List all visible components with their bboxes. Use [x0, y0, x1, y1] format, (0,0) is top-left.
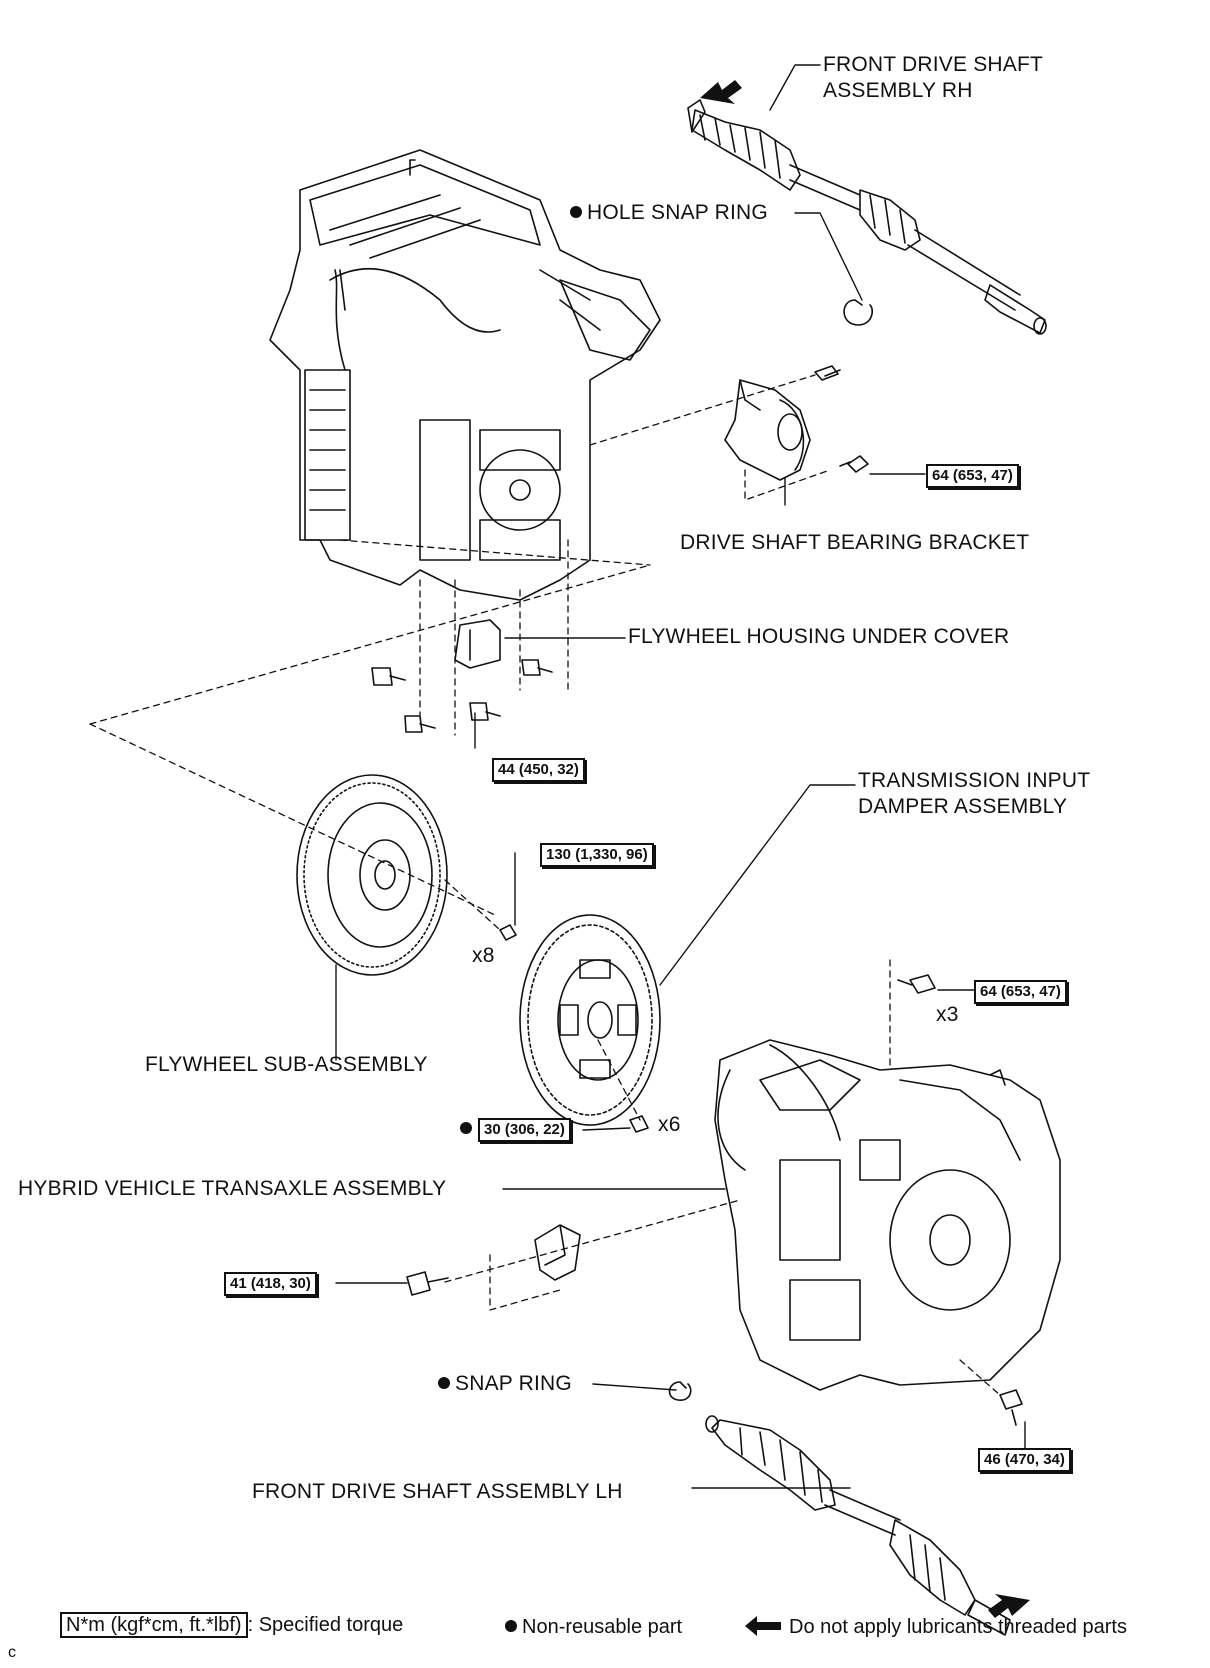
- label-hole-snap-ring-text: HOLE SNAP RING: [587, 201, 768, 224]
- torque-flywheel-bolt: 130 (1,330, 96): [540, 843, 654, 867]
- bearing-bracket-illustration: [724, 379, 811, 481]
- flywheel-illustration: [296, 774, 448, 976]
- torque-damper-bolt-row: [460, 1118, 477, 1144]
- qty-damper-bolts: x6: [658, 1113, 681, 1136]
- label-drive-shaft-bearing-bracket: DRIVE SHAFT BEARING BRACKET: [680, 531, 1030, 554]
- label-snap-ring-text: SNAP RING: [455, 1372, 572, 1395]
- label-flywheel-housing-under-cover: FLYWHEEL HOUSING UNDER COVER: [628, 625, 1010, 648]
- non-reusable-dot-icon: [460, 1122, 472, 1134]
- legend-no-lubricant-text: Do not apply lubricants threaded parts: [789, 1616, 1127, 1638]
- legend-torque: N*m (kgf*cm, ft.*lbf): Specified torque: [60, 1612, 403, 1638]
- torque-bracket-bolt: 64 (653, 47): [926, 464, 1019, 488]
- label-snap-ring: SNAP RING: [438, 1371, 572, 1397]
- flywheel-housing-cover-illustration: [454, 619, 501, 669]
- arrow-icon-rh: [700, 80, 742, 104]
- legend-torque-unit: N*m (kgf*cm, ft.*lbf): [60, 1612, 248, 1638]
- legend-non-reusable: Non-reusable part: [505, 1614, 682, 1640]
- snap-ring-illustration: [668, 1381, 692, 1401]
- engine-illustration: [269, 149, 661, 601]
- arrow-icon-lh: [988, 1594, 1030, 1618]
- torque-bracket-left-bolt: 41 (418, 30): [224, 1272, 317, 1296]
- non-reusable-dot-icon: [570, 206, 582, 218]
- cover-bolts-illustration: [371, 659, 553, 733]
- legend-no-lubricant: Do not apply lubricants threaded parts: [745, 1614, 1127, 1640]
- qty-transaxle-bolts: x3: [936, 1003, 959, 1026]
- torque-damper-bolt: 30 (306, 22): [478, 1118, 571, 1142]
- transaxle-illustration: [714, 1039, 1061, 1391]
- corner-mark: c: [8, 1644, 17, 1661]
- torque-transaxle-upper-bolt: 64 (653, 47): [974, 980, 1067, 1004]
- label-transmission-input-damper: TRANSMISSION INPUT DAMPER ASSEMBLY: [858, 769, 1091, 818]
- transaxle-bracket-illustration: [534, 1224, 581, 1281]
- label-front-drive-shaft-lh: FRONT DRIVE SHAFT ASSEMBLY LH: [252, 1480, 623, 1503]
- hole-snap-ring-illustration: [843, 299, 874, 326]
- black-arrow-icon: [745, 1616, 781, 1636]
- label-hybrid-transaxle: HYBRID VEHICLE TRANSAXLE ASSEMBLY: [18, 1177, 447, 1200]
- qty-flywheel-bolts: x8: [472, 944, 495, 967]
- legend-non-reusable-text: Non-reusable part: [522, 1616, 683, 1638]
- label-flywheel-sub-assembly: FLYWHEEL SUB-ASSEMBLY: [145, 1053, 428, 1076]
- legend-torque-desc: : Specified torque: [247, 1614, 404, 1636]
- input-damper-illustration: [519, 914, 661, 1126]
- label-hole-snap-ring: HOLE SNAP RING: [570, 200, 768, 226]
- front-drive-shaft-rh-illustration: [687, 99, 1047, 335]
- front-drive-shaft-lh-illustration: [705, 1415, 1011, 1636]
- non-reusable-dot-icon: [505, 1620, 517, 1632]
- torque-transaxle-lower-bolt: 46 (470, 34): [978, 1448, 1071, 1472]
- non-reusable-dot-icon: [438, 1377, 450, 1389]
- label-front-drive-shaft-rh: FRONT DRIVE SHAFT ASSEMBLY RH: [823, 53, 1044, 102]
- torque-cover-bolt: 44 (450, 32): [492, 758, 585, 782]
